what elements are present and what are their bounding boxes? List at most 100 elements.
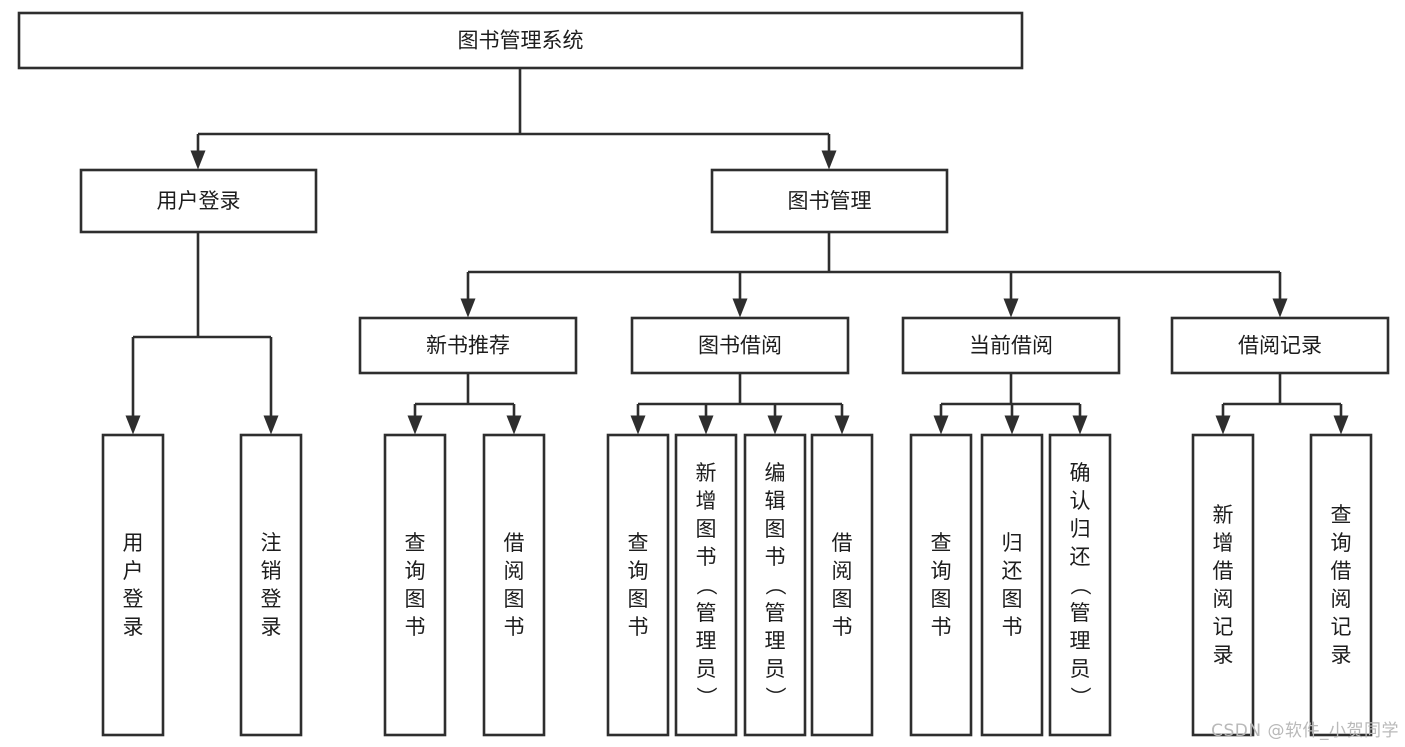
node-label-char: 书 — [405, 615, 426, 639]
node-label-char: 询 — [931, 559, 952, 583]
node-label-char: 员 — [765, 657, 786, 681]
arrow-head-icon — [1004, 415, 1020, 435]
node-label-char: 还 — [1070, 545, 1091, 569]
node-box — [630, 316, 850, 375]
arrow-head-icon — [407, 415, 423, 435]
node-box — [383, 433, 447, 737]
node-label-char: 管 — [1070, 601, 1091, 625]
arrow-head-icon — [125, 415, 141, 435]
arrow-head-icon — [1072, 415, 1088, 435]
node-label-char: 图 — [832, 587, 853, 611]
node-label-char: 管 — [765, 601, 786, 625]
arrow-head-icon — [506, 415, 522, 435]
node-label: 图书管理 — [788, 189, 872, 213]
arrow-head-icon — [460, 298, 476, 318]
node-label-char: 书 — [504, 615, 525, 639]
connectors-layer — [125, 68, 1349, 435]
node-root[interactable]: 图书管理系统 — [17, 11, 1024, 70]
node-l3-borrow[interactable]: 图书借阅 — [630, 316, 850, 375]
node-label-char: （ — [694, 575, 718, 596]
node-leaf-bb-query[interactable]: 查询图书查询图书 — [606, 433, 670, 737]
node-box — [810, 433, 874, 737]
connector-group-records-split — [1215, 373, 1349, 435]
connector-group-current-split — [933, 373, 1088, 435]
node-label-char: 登 — [261, 587, 282, 611]
node-label-char: 书 — [1002, 615, 1023, 639]
node-leaf-user-login[interactable]: 用户登录用户登录 — [101, 433, 165, 737]
node-label-char: 录 — [123, 615, 144, 639]
node-leaf-cb-query[interactable]: 查询图书查询图书 — [909, 433, 973, 737]
node-box — [901, 316, 1121, 375]
node-label: 新书推荐 — [426, 334, 510, 358]
node-label-char: 归 — [1002, 531, 1023, 555]
arrow-head-icon — [698, 415, 714, 435]
node-label-char: 录 — [1213, 643, 1234, 667]
node-leaf-nb-query[interactable]: 查询图书查询图书 — [383, 433, 447, 737]
node-label-char: 阅 — [1331, 587, 1352, 611]
node-box — [17, 11, 1024, 70]
arrow-head-icon — [630, 415, 646, 435]
node-label-char: 管 — [696, 601, 717, 625]
node-leaf-logout[interactable]: 注销登录注销登录 — [239, 433, 303, 737]
node-label-char: 用 — [123, 531, 144, 555]
arrow-head-icon — [821, 150, 837, 170]
node-label-char: 阅 — [504, 559, 525, 583]
node-label-char: 书 — [765, 545, 786, 569]
node-label-char: 查 — [931, 531, 952, 555]
node-label-char: 询 — [628, 559, 649, 583]
node-label-char: 借 — [1213, 559, 1234, 583]
node-label-char: 查 — [1331, 503, 1352, 527]
node-label-char: 图 — [1002, 587, 1023, 611]
node-l2-book-mgmt[interactable]: 图书管理 — [710, 168, 949, 234]
arrow-head-icon — [834, 415, 850, 435]
node-label: 图书管理系统 — [458, 29, 584, 53]
node-box — [1048, 433, 1112, 737]
node-box — [606, 433, 670, 737]
node-l3-current[interactable]: 当前借阅 — [901, 316, 1121, 375]
node-label-char: （ — [1068, 575, 1092, 596]
node-l2-user-login[interactable]: 用户登录 — [79, 168, 318, 234]
connector-group-borrow-split — [630, 373, 850, 435]
nodes-layer: 图书管理系统用户登录图书管理新书推荐图书借阅当前借阅借阅记录用户登录用户登录注销… — [17, 11, 1390, 737]
node-label-char: 编 — [765, 461, 786, 485]
node-leaf-bb-borrow[interactable]: 借阅图书借阅图书 — [810, 433, 874, 737]
node-leaf-rec-query[interactable]: 查询借阅记录查询借阅记录 — [1309, 433, 1373, 737]
node-label-char: 销 — [261, 559, 282, 583]
node-box — [674, 433, 738, 737]
node-label-char: 新 — [1213, 503, 1234, 527]
node-label-char: 图 — [504, 587, 525, 611]
connector-group-new-book-split — [407, 373, 522, 435]
connector-group-root-split — [190, 68, 837, 170]
node-label: 当前借阅 — [969, 334, 1053, 358]
node-label: 用户登录 — [157, 189, 241, 213]
node-leaf-nb-borrow[interactable]: 借阅图书借阅图书 — [482, 433, 546, 737]
node-l3-new-book[interactable]: 新书推荐 — [358, 316, 578, 375]
node-box — [482, 433, 546, 737]
node-box — [1309, 433, 1373, 737]
node-l3-records[interactable]: 借阅记录 — [1170, 316, 1390, 375]
node-label-char: （ — [763, 575, 787, 596]
node-leaf-rec-add[interactable]: 新增借阅记录新增借阅记录 — [1191, 433, 1255, 737]
arrow-head-icon — [767, 415, 783, 435]
node-label-char: 借 — [504, 531, 525, 555]
node-label-char: 询 — [405, 559, 426, 583]
node-label-char: 增 — [696, 489, 717, 513]
arrow-head-icon — [732, 298, 748, 318]
node-label-char: 理 — [1070, 629, 1091, 653]
node-label-char: 认 — [1070, 489, 1091, 513]
node-label-char: 图 — [696, 517, 717, 541]
node-label-char: 图 — [628, 587, 649, 611]
arrow-head-icon — [1215, 415, 1231, 435]
node-label-char: 询 — [1331, 531, 1352, 555]
connector-group-book-mgmt-split — [460, 232, 1288, 318]
csdn-watermark: CSDN @软件_小贺同学 — [1211, 721, 1399, 741]
node-box — [358, 316, 578, 375]
node-label-char: 书 — [628, 615, 649, 639]
node-label-char: ） — [1068, 687, 1092, 708]
node-leaf-cb-return[interactable]: 归还图书归还图书 — [980, 433, 1044, 737]
